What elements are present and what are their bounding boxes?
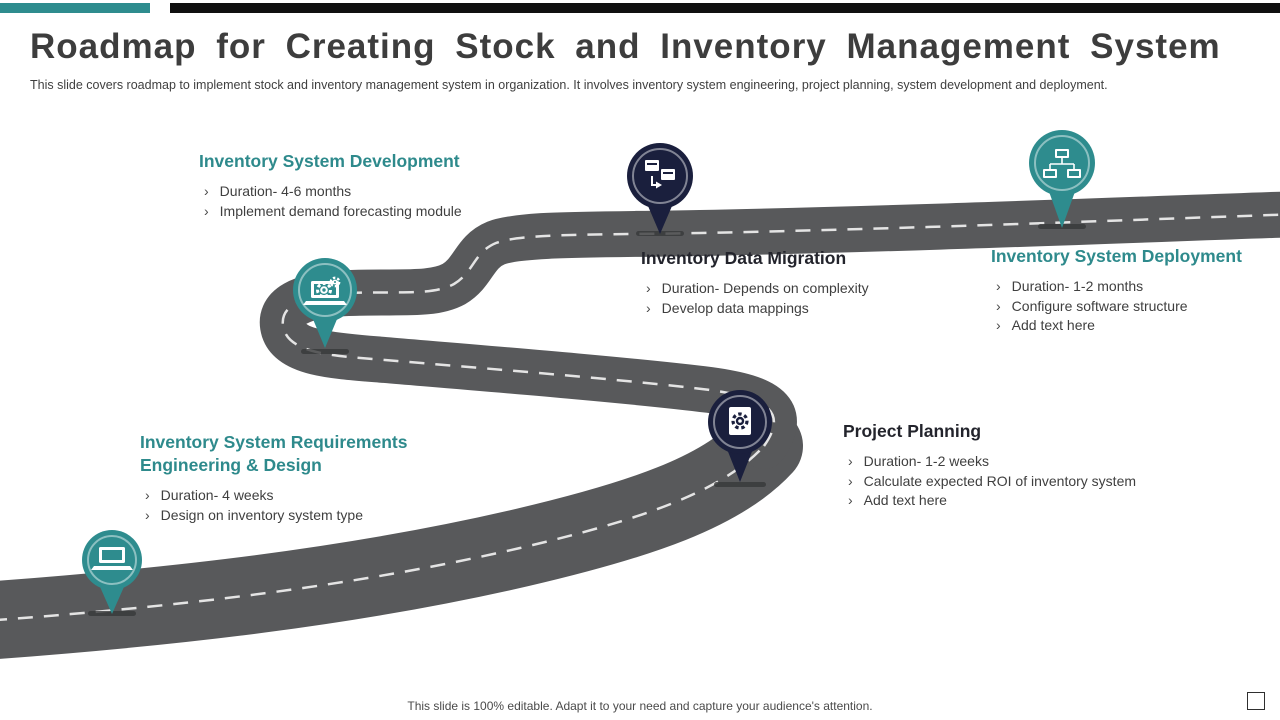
bullet-text: Design on inventory system type <box>160 506 363 523</box>
bullet-marker: › <box>646 280 651 296</box>
milestone-bullets: › Duration- Depends on complexity › Develo… <box>646 279 869 318</box>
milestone-title-line2: Engineering & Design <box>140 455 322 475</box>
bullet-marker: › <box>145 506 150 523</box>
road-center-dashes-bottom <box>0 445 765 622</box>
bullet-text: Develop data mappings <box>661 299 809 316</box>
footer-note: This slide is 100% editable. Adapt it to… <box>407 699 873 713</box>
bullet-marker: › <box>996 297 1001 314</box>
page-title: Roadmap for Creating Stock and Inventory… <box>30 27 1221 66</box>
bullet-marker: › <box>646 299 651 316</box>
pin-shadow <box>714 482 766 487</box>
road <box>0 191 1280 659</box>
bullet-item: › Duration- 1-2 months <box>996 277 1276 297</box>
milestone-title: Inventory System Development <box>199 151 460 171</box>
bullet-text: Duration- Depends on complexity <box>661 280 869 296</box>
milestone-pin-data-migration <box>627 143 693 234</box>
milestone-pin-development <box>293 258 357 348</box>
milestone-pin-deployment <box>1029 130 1095 228</box>
top-accent-bar-teal <box>0 3 150 13</box>
pin-shadow <box>301 349 349 354</box>
bullet-text: Implement demand forecasting module <box>219 202 462 219</box>
bullet-item: › Configure software structure <box>996 297 1276 317</box>
milestone-bullets: › Duration- 1-2 months › Configure softwar… <box>996 277 1276 336</box>
bullet-text: Add text here <box>1011 317 1095 333</box>
milestone-title: Project Planning <box>843 421 982 441</box>
document-gear-icon <box>729 407 751 435</box>
bullet-item: › Duration- 4-6 months <box>204 182 462 202</box>
bullet-item: › Implement demand forecasting module <box>204 202 462 222</box>
bullet-text: Duration- 1-2 weeks <box>863 453 989 469</box>
milestone-pin-project-planning <box>708 390 772 482</box>
data-transfer-icon <box>645 160 675 189</box>
slide-subtitle: This slide covers roadmap to implement s… <box>30 78 1108 92</box>
bullet-item: › Duration- 4 weeks <box>145 486 407 506</box>
milestone-block-data-migration: Inventory Data Migration › Duration- Depe… <box>641 247 869 318</box>
bullet-marker: › <box>848 472 853 489</box>
bullet-marker: › <box>996 317 1001 333</box>
laptop-gears-icon <box>303 276 347 305</box>
milestone-block-project-planning: Project Planning › Duration- 1-2 weeks › C… <box>843 420 1136 511</box>
bullet-item: › Add text here <box>996 316 1276 336</box>
bullet-marker: › <box>848 492 853 508</box>
bullet-marker: › <box>204 183 209 199</box>
bullet-marker: › <box>996 278 1001 294</box>
bullet-marker: › <box>848 453 853 469</box>
milestone-bullets: › Duration- 4-6 months › Implement demand … <box>204 182 462 221</box>
top-accent-bar-dark <box>170 3 1280 13</box>
bullet-item: › Design on inventory system type <box>145 506 407 526</box>
network-hierarchy-icon <box>1043 149 1081 178</box>
bullet-item: › Calculate expected ROI of inventory sys… <box>848 472 1136 492</box>
milestone-bullets: › Duration- 4 weeks › Design on inventory … <box>145 486 407 525</box>
bullet-item: › Duration- 1-2 weeks <box>848 452 1136 472</box>
bullet-text: Add text here <box>863 492 947 508</box>
bullet-marker: › <box>145 487 150 503</box>
milestone-block-deployment: Inventory System Deployment › Duration- 1… <box>991 245 1276 336</box>
bullet-marker: › <box>204 202 209 219</box>
milestone-title: Inventory System Deployment <box>991 246 1242 266</box>
milestone-block-development: Inventory System Development › Duration- … <box>199 150 462 221</box>
bullet-item: › Add text here <box>848 491 1136 511</box>
bullet-item: › Develop data mappings <box>646 299 869 319</box>
bullet-text: Configure software structure <box>1011 297 1188 314</box>
milestone-title-line1: Inventory System Requirements <box>140 432 408 452</box>
milestone-bullets: › Duration- 1-2 weeks › Calculate expected… <box>848 452 1136 511</box>
milestone-title: Inventory System Requirements Engineerin… <box>140 431 407 477</box>
laptop-icon <box>91 547 133 570</box>
bullet-text: Calculate expected ROI of inventory syst… <box>863 472 1137 489</box>
road-center-dashes-upper <box>281 213 1280 447</box>
bullet-text: Duration- 1-2 months <box>1011 278 1144 294</box>
pin-shadows <box>88 224 1086 616</box>
bullet-text: Duration- 4-6 months <box>219 183 352 199</box>
milestone-block-requirements: Inventory System Requirements Engineerin… <box>140 431 407 525</box>
bullet-item: › Duration- Depends on complexity <box>646 279 869 299</box>
milestone-pin-requirements <box>82 530 142 614</box>
bullet-text: Duration- 4 weeks <box>160 487 274 503</box>
corner-box <box>1247 692 1265 710</box>
milestone-title: Inventory Data Migration <box>641 248 847 268</box>
